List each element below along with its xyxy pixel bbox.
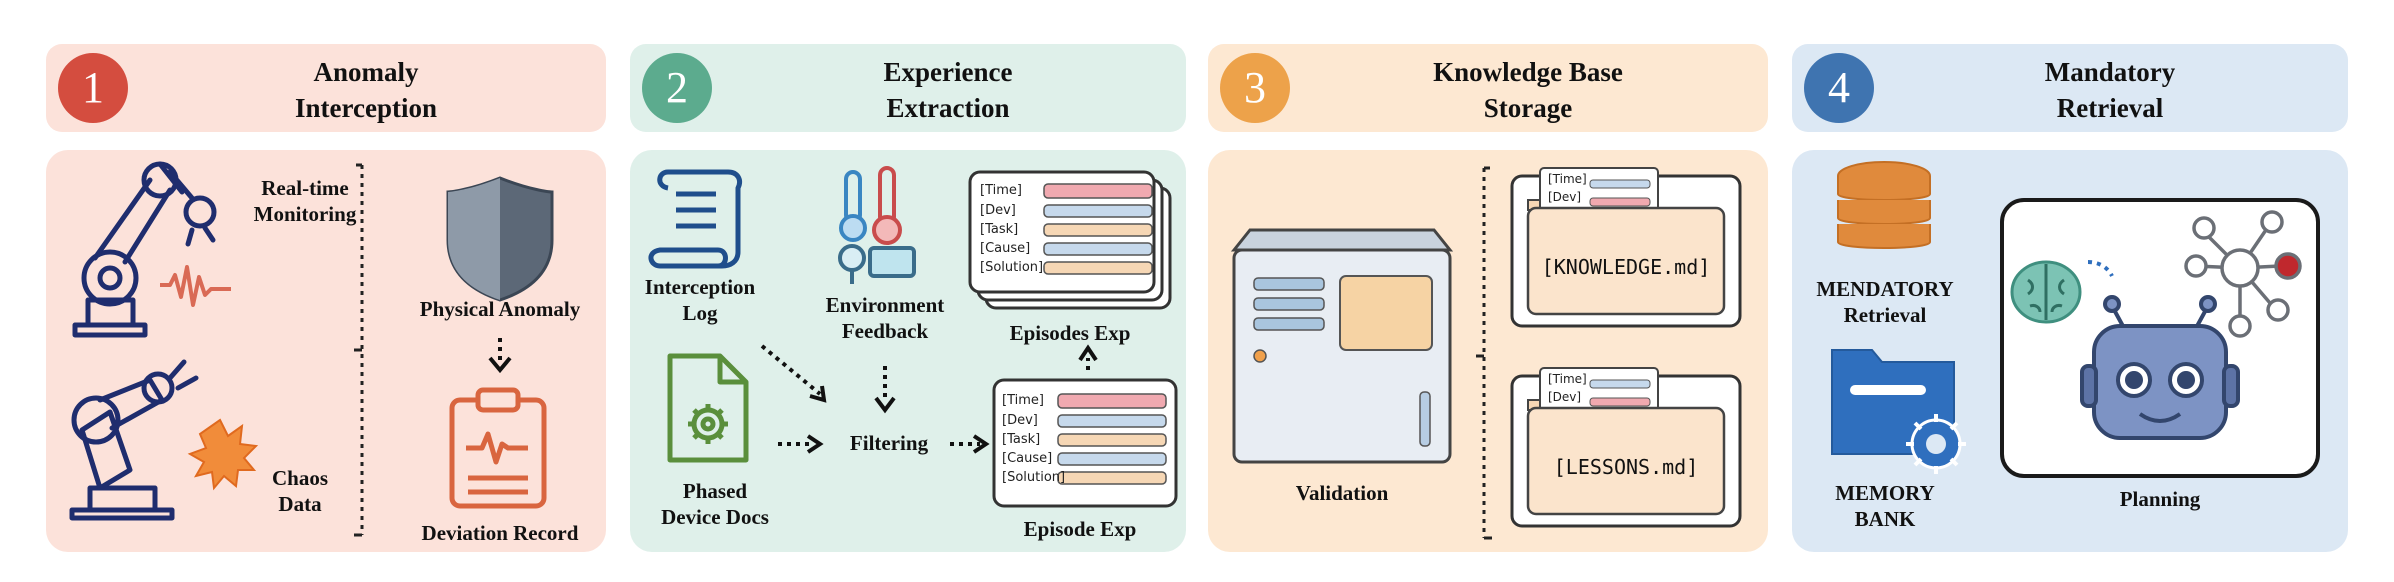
stage-number-badge: 1	[58, 53, 128, 123]
field-label: [Solution]	[980, 260, 1044, 275]
label-chaos-data: Chaos Data	[271, 466, 329, 516]
stage-header-3: 3 Knowledge Base Storage	[1208, 44, 1768, 132]
robot-icon	[2080, 295, 2240, 440]
field-label: [Dev]	[1002, 413, 1038, 428]
stage-title: Experience Extraction	[883, 57, 1013, 123]
label-deviation-record: Deviation Record	[421, 521, 579, 545]
label-realtime-monitoring: Real-time Monitoring	[253, 176, 357, 226]
stage-title: Mandatory Retrieval	[2044, 57, 2176, 123]
label-episode-exp: Episode Exp	[1023, 517, 1137, 541]
tab-field-label: [Time]	[1548, 372, 1587, 386]
label-filtering: Filtering	[849, 431, 929, 455]
stage-header-4: 4 Mandatory Retrieval	[1792, 44, 2348, 132]
shield-icon	[446, 176, 554, 302]
memory-bank-folder-icon	[1831, 349, 1966, 474]
field-label: [Task]	[980, 222, 1019, 237]
label-physical-anomaly: Physical Anomaly	[419, 297, 581, 321]
stage-title: Knowledge Base Storage	[1433, 57, 1623, 123]
episodes-card-stack	[968, 170, 1172, 310]
label-episodes-exp: Episodes Exp	[1009, 321, 1131, 345]
field-label: [Solution]	[1002, 470, 1066, 485]
knowledge-folder-icon	[1510, 167, 1742, 328]
stage-number-badge: 2	[642, 53, 712, 123]
brain-icon	[2010, 260, 2082, 324]
field-label: [Task]	[1002, 432, 1041, 447]
robot-arm-icon	[72, 161, 217, 338]
network-graph-icon	[2184, 210, 2302, 338]
database-icon	[1837, 161, 1931, 249]
sensor-device-icon	[838, 244, 916, 284]
label-planning: Planning	[2119, 487, 2201, 511]
label-validation: Validation	[1295, 481, 1389, 505]
lessons-folder-icon	[1510, 367, 1742, 528]
stage-title: Anomaly Interception	[295, 57, 437, 123]
label-mandatory-retrieval: MENDATORY Retrieval	[1816, 277, 1954, 327]
stage-header-2: 2 Experience Extraction	[630, 44, 1186, 132]
gear-document-icon	[667, 353, 749, 463]
tab-field-label: [Dev]	[1548, 390, 1582, 404]
field-label: [Time]	[1002, 393, 1044, 408]
thermometer-icon	[839, 166, 902, 245]
lessons-file-label: [LESSONS.md]	[1553, 455, 1699, 479]
field-label: [Cause]	[1002, 451, 1053, 466]
tab-field-label: [Dev]	[1548, 190, 1582, 204]
signal-wave-icon	[160, 265, 231, 307]
tab-field-label: [Time]	[1548, 172, 1587, 186]
stage-number-badge: 3	[1220, 53, 1290, 123]
field-label: [Time]	[980, 183, 1022, 198]
label-memory-bank: MEMORY BANK	[1835, 481, 1935, 531]
episode-card	[992, 378, 1178, 508]
field-label: [Cause]	[980, 241, 1031, 256]
server-cabinet-icon	[1230, 228, 1454, 464]
knowledge-file-label: [KNOWLEDGE.md]	[1541, 255, 1711, 279]
stage-header-1: 1 Anomaly Interception	[46, 44, 606, 132]
label-environment-feedback: Environment Feedback	[825, 293, 945, 343]
robot-arm-icon	[69, 359, 199, 521]
stage-number-badge: 4	[1804, 53, 1874, 123]
label-interception-log: Interception Log	[644, 275, 756, 325]
chaos-burst-icon	[187, 418, 259, 491]
scroll-icon	[648, 169, 743, 269]
clipboard-icon	[449, 387, 547, 509]
label-phased-device-docs: Phased Device Docs	[661, 479, 769, 529]
field-label: [Dev]	[980, 203, 1016, 218]
